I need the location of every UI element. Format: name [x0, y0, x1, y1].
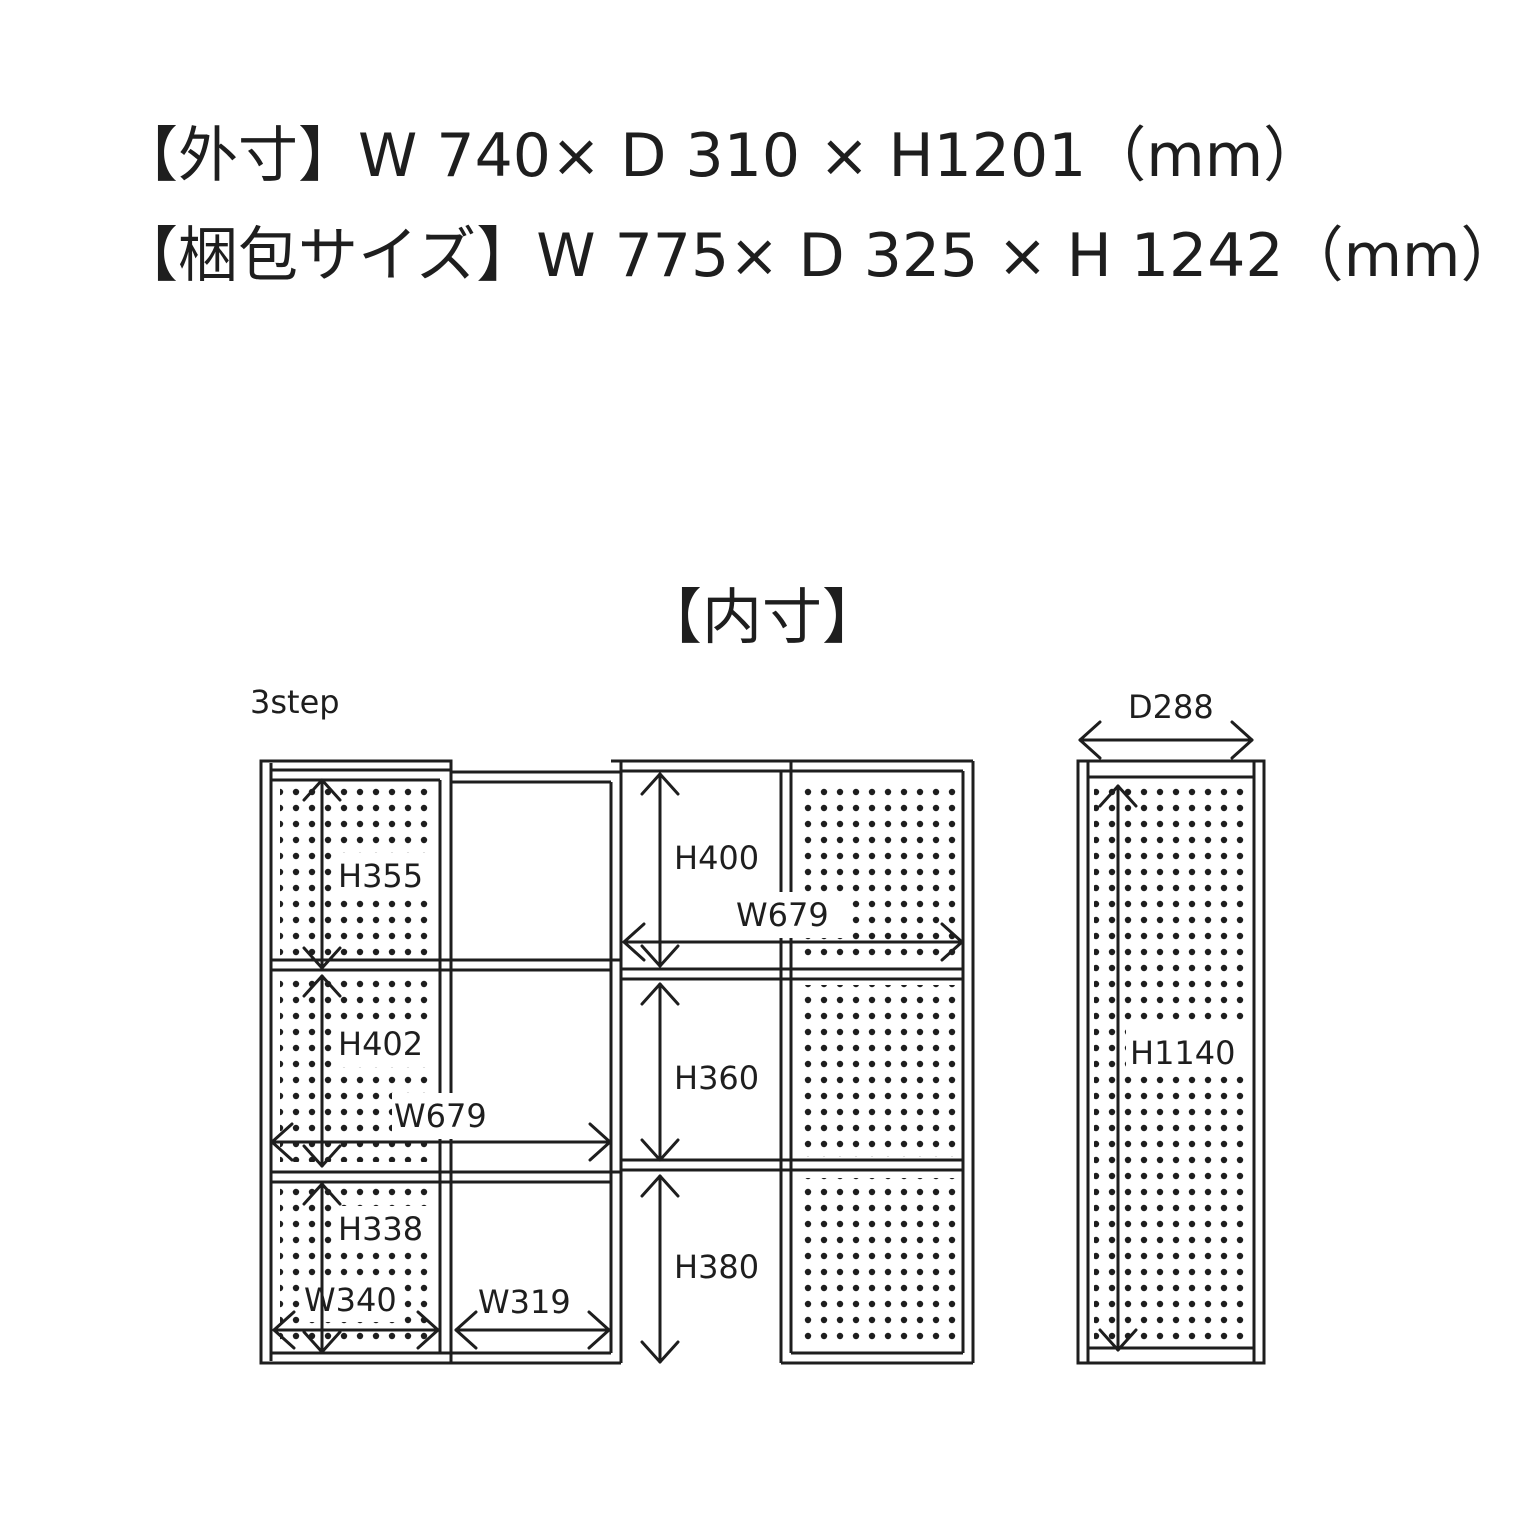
- h402-label: H402: [338, 1025, 423, 1063]
- h1140-label: H1140: [1130, 1034, 1236, 1072]
- h355-label: H355: [338, 857, 423, 895]
- h360-label: H360: [674, 1059, 759, 1097]
- w340-label: W340: [304, 1281, 397, 1319]
- w319-label: W319: [478, 1283, 571, 1321]
- right-panel-bottom: [800, 1178, 956, 1348]
- step-label: 3step: [250, 683, 340, 721]
- w679-right-label: W679: [736, 896, 829, 934]
- d288-label: D288: [1128, 688, 1214, 726]
- w679-left-label: W679: [394, 1097, 487, 1135]
- dimension-arrows: [270, 720, 1254, 1364]
- left-unit-outline: [259, 759, 453, 1365]
- package-size-text: 【梱包サイズ】W 775× D 325 × H 1242（mm）: [118, 221, 1521, 291]
- h338-label: H338: [338, 1210, 423, 1248]
- side-view-outline: [1076, 759, 1266, 1365]
- inner-dimensions-title: 【内寸】: [642, 583, 882, 653]
- shelf-frames: [259, 759, 1266, 1365]
- right-panel-middle: [800, 985, 956, 1157]
- perforated-panels: [280, 788, 1248, 1348]
- h380-label: H380: [674, 1248, 759, 1286]
- outer-dimensions-text: 【外寸】W 740× D 310 × H1201（mm）: [118, 121, 1324, 191]
- h400-label: H400: [674, 839, 759, 877]
